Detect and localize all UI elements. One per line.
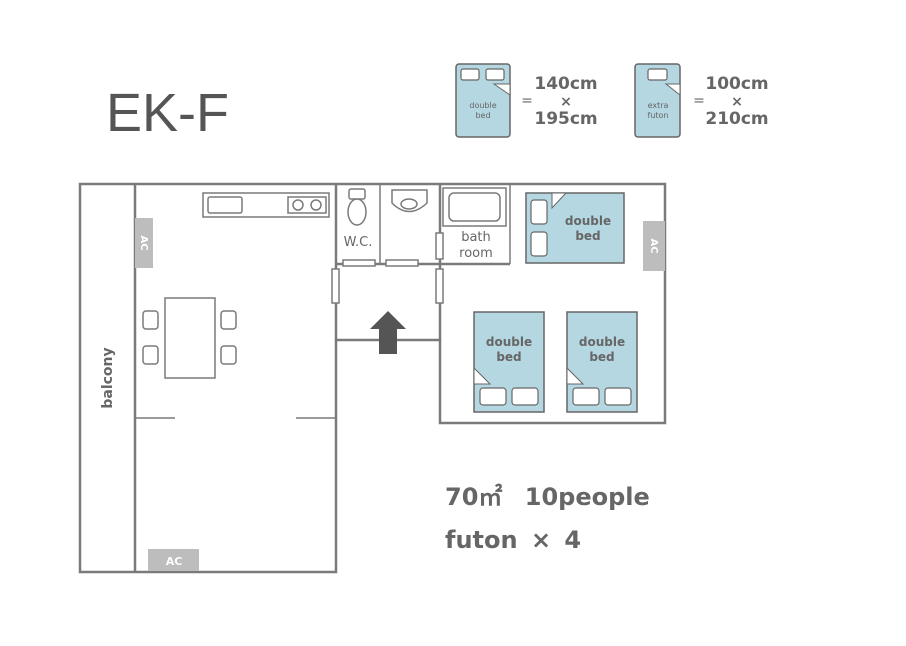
- double-bed-1: double bed: [525, 192, 625, 264]
- summary-line-2: futon × 4: [445, 526, 581, 554]
- legend-futon-label-2: futon: [648, 111, 669, 120]
- toilet-bowl-icon: [347, 198, 367, 226]
- double-bed-icon: [455, 63, 511, 138]
- blanket-fold-icon: [551, 192, 568, 210]
- ac-icon: [148, 549, 199, 571]
- bed-2-label-2: bed: [496, 350, 521, 364]
- legend-double-times: ×: [560, 94, 572, 110]
- bathtub-inner-icon: [448, 192, 501, 222]
- door: [435, 268, 444, 304]
- burner-icon: [292, 199, 304, 211]
- capacity-value: 10people: [525, 483, 650, 511]
- area-value: 70㎡: [445, 483, 502, 511]
- chair-icon: [142, 345, 159, 365]
- pillow-icon: [460, 68, 480, 81]
- pillow-icon: [511, 387, 539, 406]
- bed-1-label-2: bed: [575, 229, 600, 243]
- chair-icon: [142, 310, 159, 330]
- pillow-icon: [530, 199, 548, 225]
- blanket-fold-icon: [566, 366, 585, 385]
- pillow-icon: [479, 387, 507, 406]
- ac-unit-right: AC: [643, 221, 665, 271]
- legend-double-label-2: bed: [475, 111, 490, 120]
- futon-icon: [634, 63, 681, 138]
- pillow-icon: [530, 231, 548, 257]
- dining-table-icon: [164, 297, 216, 379]
- door: [331, 268, 340, 304]
- bed-2-label-1: double: [486, 335, 532, 349]
- legend-double-length: 195cm: [534, 109, 597, 129]
- ac-unit-left: AC: [135, 218, 153, 268]
- chair-icon: [220, 345, 237, 365]
- door: [435, 232, 444, 260]
- legend-futon-times: ×: [731, 94, 743, 110]
- legend-futon-label-1: extra: [648, 101, 669, 110]
- blanket-fold-icon: [492, 83, 511, 96]
- bathroom-label-2: room: [459, 246, 493, 261]
- bathroom-label-1: bath: [461, 230, 491, 245]
- ac-unit-bottom: AC: [148, 549, 199, 571]
- toilet-icon: [347, 188, 367, 226]
- futon-times: ×: [531, 526, 551, 554]
- legend-double-equals: =: [521, 93, 533, 109]
- door: [385, 259, 419, 267]
- legend-futon-length: 210cm: [705, 109, 768, 129]
- ac-label: AC: [648, 238, 659, 253]
- double-bed-3: double bed: [566, 311, 638, 413]
- bed-1-label-1: double: [565, 214, 611, 228]
- pillow-icon: [647, 68, 668, 81]
- ac-icon: [643, 221, 665, 271]
- burner-icon: [310, 199, 322, 211]
- ac-label: AC: [166, 555, 183, 568]
- wash-basin-icon: [391, 189, 428, 213]
- sink-icon: [207, 196, 243, 214]
- entrance-arrow-icon: [370, 311, 406, 354]
- pillow-icon: [604, 387, 632, 406]
- double-bed-2: double bed: [473, 311, 545, 413]
- kitchen-counter: [202, 192, 330, 218]
- pillow-icon: [485, 68, 505, 81]
- bathtub-icon: [442, 187, 507, 227]
- toilet-tank-icon: [348, 188, 366, 200]
- pillow-icon: [572, 387, 600, 406]
- balcony-label: balcony: [100, 347, 116, 408]
- bed-3-label-2: bed: [589, 350, 614, 364]
- doors: [331, 232, 444, 304]
- legend-double-bed: double bed = 140cm × 195cm: [455, 63, 598, 138]
- wc-label: W.C.: [344, 235, 373, 250]
- ac-label: AC: [138, 235, 149, 250]
- legend-double-width: 140cm: [534, 74, 597, 94]
- futon-label: futon: [445, 526, 518, 554]
- legend-double-label-1: double: [469, 101, 496, 110]
- ac-icon: [135, 218, 153, 268]
- blanket-fold-icon: [664, 83, 681, 97]
- bed-3-label-1: double: [579, 335, 625, 349]
- chair-icon: [220, 310, 237, 330]
- legend-futon-equals: =: [693, 93, 705, 109]
- legend-futon-width: 100cm: [705, 74, 768, 94]
- legend-extra-futon: extra futon = 100cm × 210cm: [634, 63, 769, 138]
- summary-line-1: 70㎡ 10people: [445, 483, 650, 511]
- basin-bowl-icon: [400, 198, 418, 210]
- plan-title: EK-F: [106, 83, 229, 143]
- dining-set: [142, 297, 237, 379]
- blanket-fold-icon: [473, 366, 492, 385]
- futon-count: 4: [564, 526, 581, 554]
- summary: 70㎡ 10people futon × 4: [445, 483, 650, 554]
- door: [342, 259, 376, 267]
